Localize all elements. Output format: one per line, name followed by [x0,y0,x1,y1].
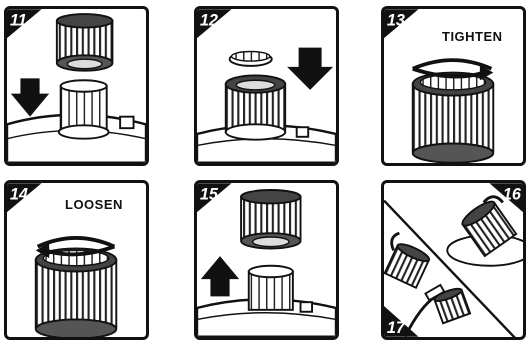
step-11-panel: 11 [4,6,149,166]
step-12-illustration: 12 [197,9,336,163]
step-label: TIGHTEN [442,29,503,44]
step-12-panel: 12 [194,6,339,166]
step-label: LOOSEN [65,197,123,212]
step-14-panel: 14 LOOSEN [4,180,149,340]
step-16-17-panel: 16 17 [381,180,526,340]
step-number: 12 [200,12,218,30]
step-15-illustration: 15 [197,183,336,337]
step-number: 13 [387,12,405,30]
step-number: 17 [387,319,406,337]
step-13-panel: 13 TIGHTEN [381,6,526,166]
step-16-17-illustration: 16 17 [384,183,523,337]
up-arrow-icon [201,256,239,296]
down-arrow-icon [11,78,49,116]
step-number: 14 [10,186,28,204]
down-arrow-icon [287,48,333,90]
step-15-panel: 15 [194,180,339,340]
step-number: 16 [503,186,522,204]
step-11-illustration: 11 [7,9,146,163]
step-number: 11 [10,12,27,30]
step-number: 15 [200,186,219,204]
